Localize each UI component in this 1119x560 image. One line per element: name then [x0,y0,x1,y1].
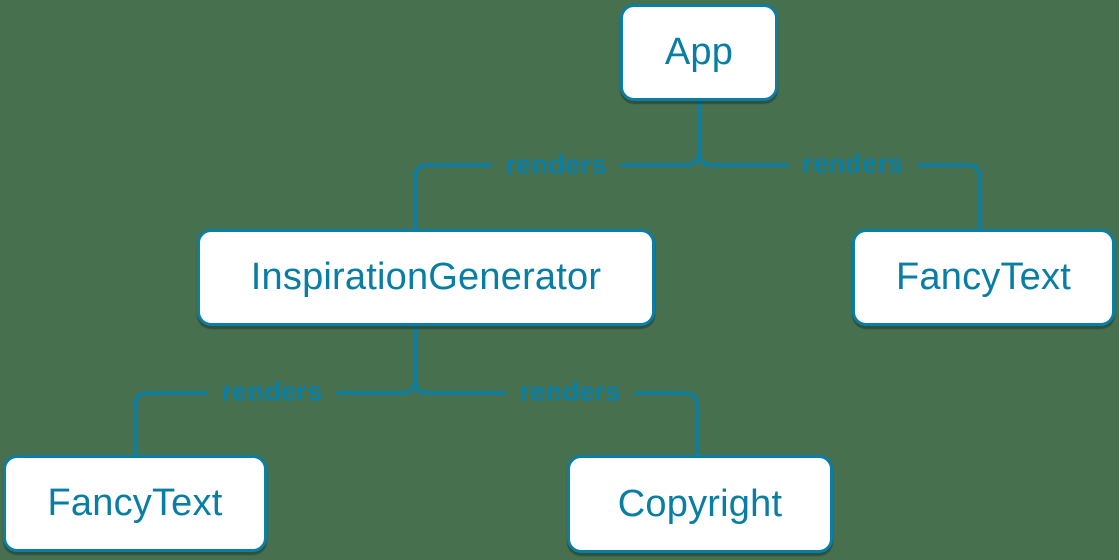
node-app: App [620,4,778,101]
edge-label-renders: renders [505,374,635,410]
edge-label-renders: renders [491,147,621,183]
node-inspiration-generator: InspirationGenerator [197,229,655,326]
node-fancytext-top-right: FancyText [852,229,1115,326]
edge-label-renders: renders [207,374,337,410]
node-copyright: Copyright [567,455,833,553]
node-fancytext-bottom-left: FancyText [3,455,267,552]
edge-label-renders: renders [788,146,918,182]
